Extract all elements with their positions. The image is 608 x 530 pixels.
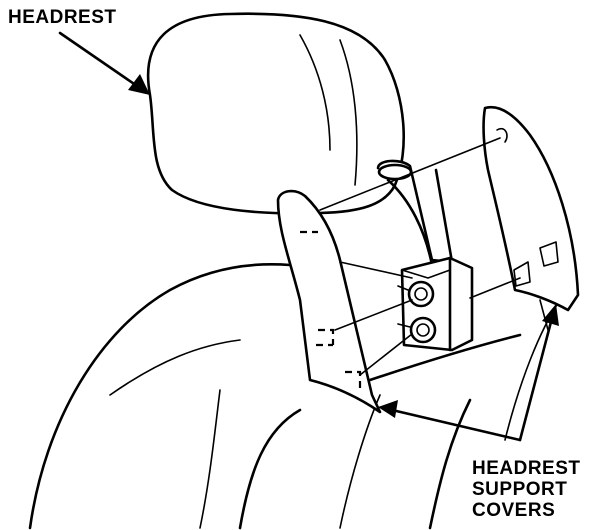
headrest-pointer-arrow: [58, 31, 150, 95]
left-support-cover: [276, 189, 382, 414]
bolt: [397, 280, 437, 344]
alignment-lines: [319, 137, 521, 376]
headrest-support-covers-label: HEADREST SUPPORT COVERS: [472, 458, 581, 521]
covers-label-line-2: SUPPORT: [472, 479, 568, 500]
headrest-label: HEADREST: [8, 7, 117, 28]
seat-back: [28, 262, 561, 530]
support-post: [376, 159, 454, 267]
covers-pointer-arrows: [378, 304, 559, 442]
covers-label-line-1: HEADREST: [472, 458, 581, 479]
right-support-cover: [482, 105, 580, 331]
covers-label-line-3: COVERS: [472, 500, 556, 521]
headrest: [146, 12, 405, 215]
